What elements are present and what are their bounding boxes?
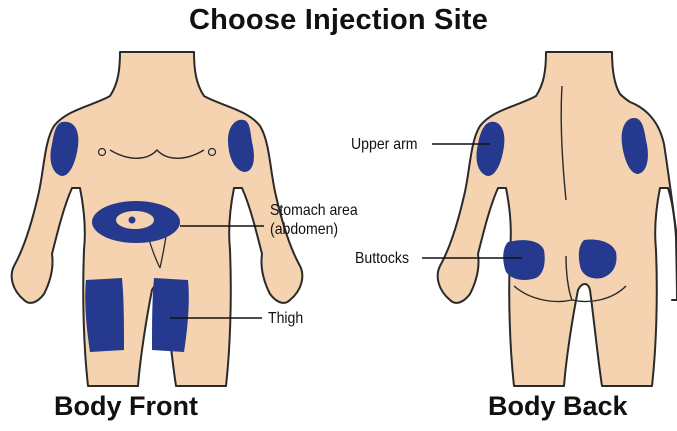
upper-arm-label: Upper arm: [351, 135, 418, 154]
thigh-label: Thigh: [268, 309, 303, 328]
left-buttock-site: [503, 240, 545, 280]
stomach-label-line1: Stomach area: [270, 201, 358, 220]
right-buttock-site: [579, 240, 617, 279]
body-front-caption: Body Front: [54, 391, 198, 422]
buttocks-label: Buttocks: [355, 249, 409, 268]
front-left-thigh-site: [85, 278, 124, 352]
navel: [129, 217, 136, 224]
body-back-figure: [438, 52, 677, 386]
body-back-caption: Body Back: [488, 391, 628, 422]
stomach-area-label: Stomach area (abdomen): [270, 201, 358, 239]
front-right-thigh-site: [152, 278, 189, 352]
body-front-figure: [12, 52, 303, 386]
body-back-silhouette: [438, 52, 677, 386]
stomach-label-line2: (abdomen): [270, 220, 358, 239]
